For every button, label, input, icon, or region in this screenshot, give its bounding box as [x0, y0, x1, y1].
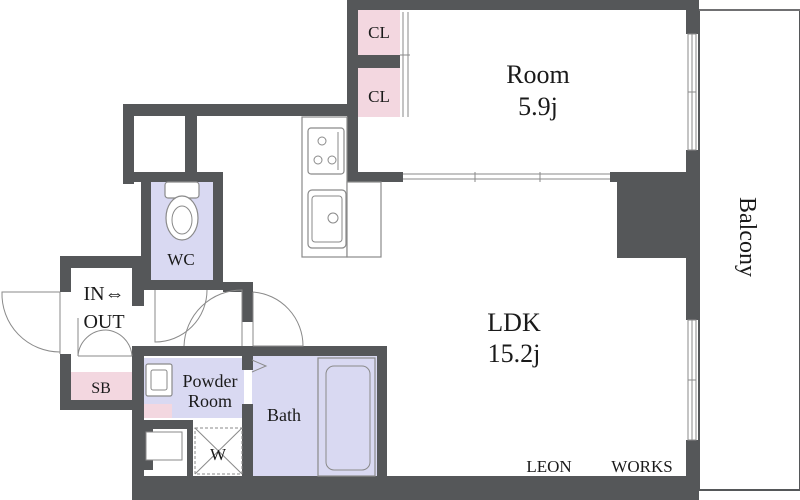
- washer-label: W: [210, 445, 227, 464]
- closet-bottom-fill: [358, 68, 400, 117]
- brand-right: WORKS: [611, 457, 672, 476]
- shoe-box-label: SB: [91, 380, 111, 397]
- closet-doors[interactable]: [400, 12, 410, 117]
- window-room: [687, 33, 697, 151]
- sink-icon: [307, 189, 347, 249]
- window-ldk: [687, 319, 697, 441]
- bath-fill: [252, 356, 377, 478]
- room-area: 5.9j: [518, 92, 558, 121]
- entrance-label-line2: OUT: [83, 311, 124, 333]
- room-label: Room: [506, 60, 570, 89]
- balcony-label: Balcony: [734, 197, 760, 277]
- wc-label: WC: [167, 250, 194, 269]
- toilet-icon: [164, 181, 200, 241]
- powder-room-label-line1: Powder: [183, 371, 238, 391]
- washbasin-icon: [145, 363, 173, 397]
- hall-door[interactable]: [252, 291, 304, 347]
- wc-door[interactable]: [154, 289, 208, 343]
- sliding-door-room[interactable]: [403, 172, 610, 182]
- shoe-box-fill: [71, 372, 132, 402]
- entrance-label-line1: IN⇔: [83, 283, 124, 305]
- powder-door[interactable]: [183, 289, 243, 347]
- ldk-area: 15.2j: [488, 339, 541, 368]
- closet-top-fill: [358, 8, 400, 55]
- entrance-door[interactable]: [1, 291, 61, 354]
- walls: [60, 0, 699, 500]
- storage-box: [145, 431, 183, 461]
- bath-door-marker: [251, 359, 268, 373]
- closet-top-label: CL: [368, 23, 390, 42]
- closet-bottom-label: CL: [368, 87, 390, 106]
- washer-icon: [194, 427, 243, 475]
- balcony: [698, 9, 800, 491]
- shoe-box-door[interactable]: [77, 318, 133, 357]
- brand-left: LEON: [526, 457, 571, 476]
- washer-pink-fill: [144, 404, 172, 418]
- powder-room-label-line2: Room: [188, 391, 232, 411]
- bathtub-icon: [317, 357, 376, 477]
- ldk-label: LDK: [487, 308, 541, 337]
- bath-label: Bath: [267, 405, 301, 425]
- stove-icon: [307, 127, 345, 175]
